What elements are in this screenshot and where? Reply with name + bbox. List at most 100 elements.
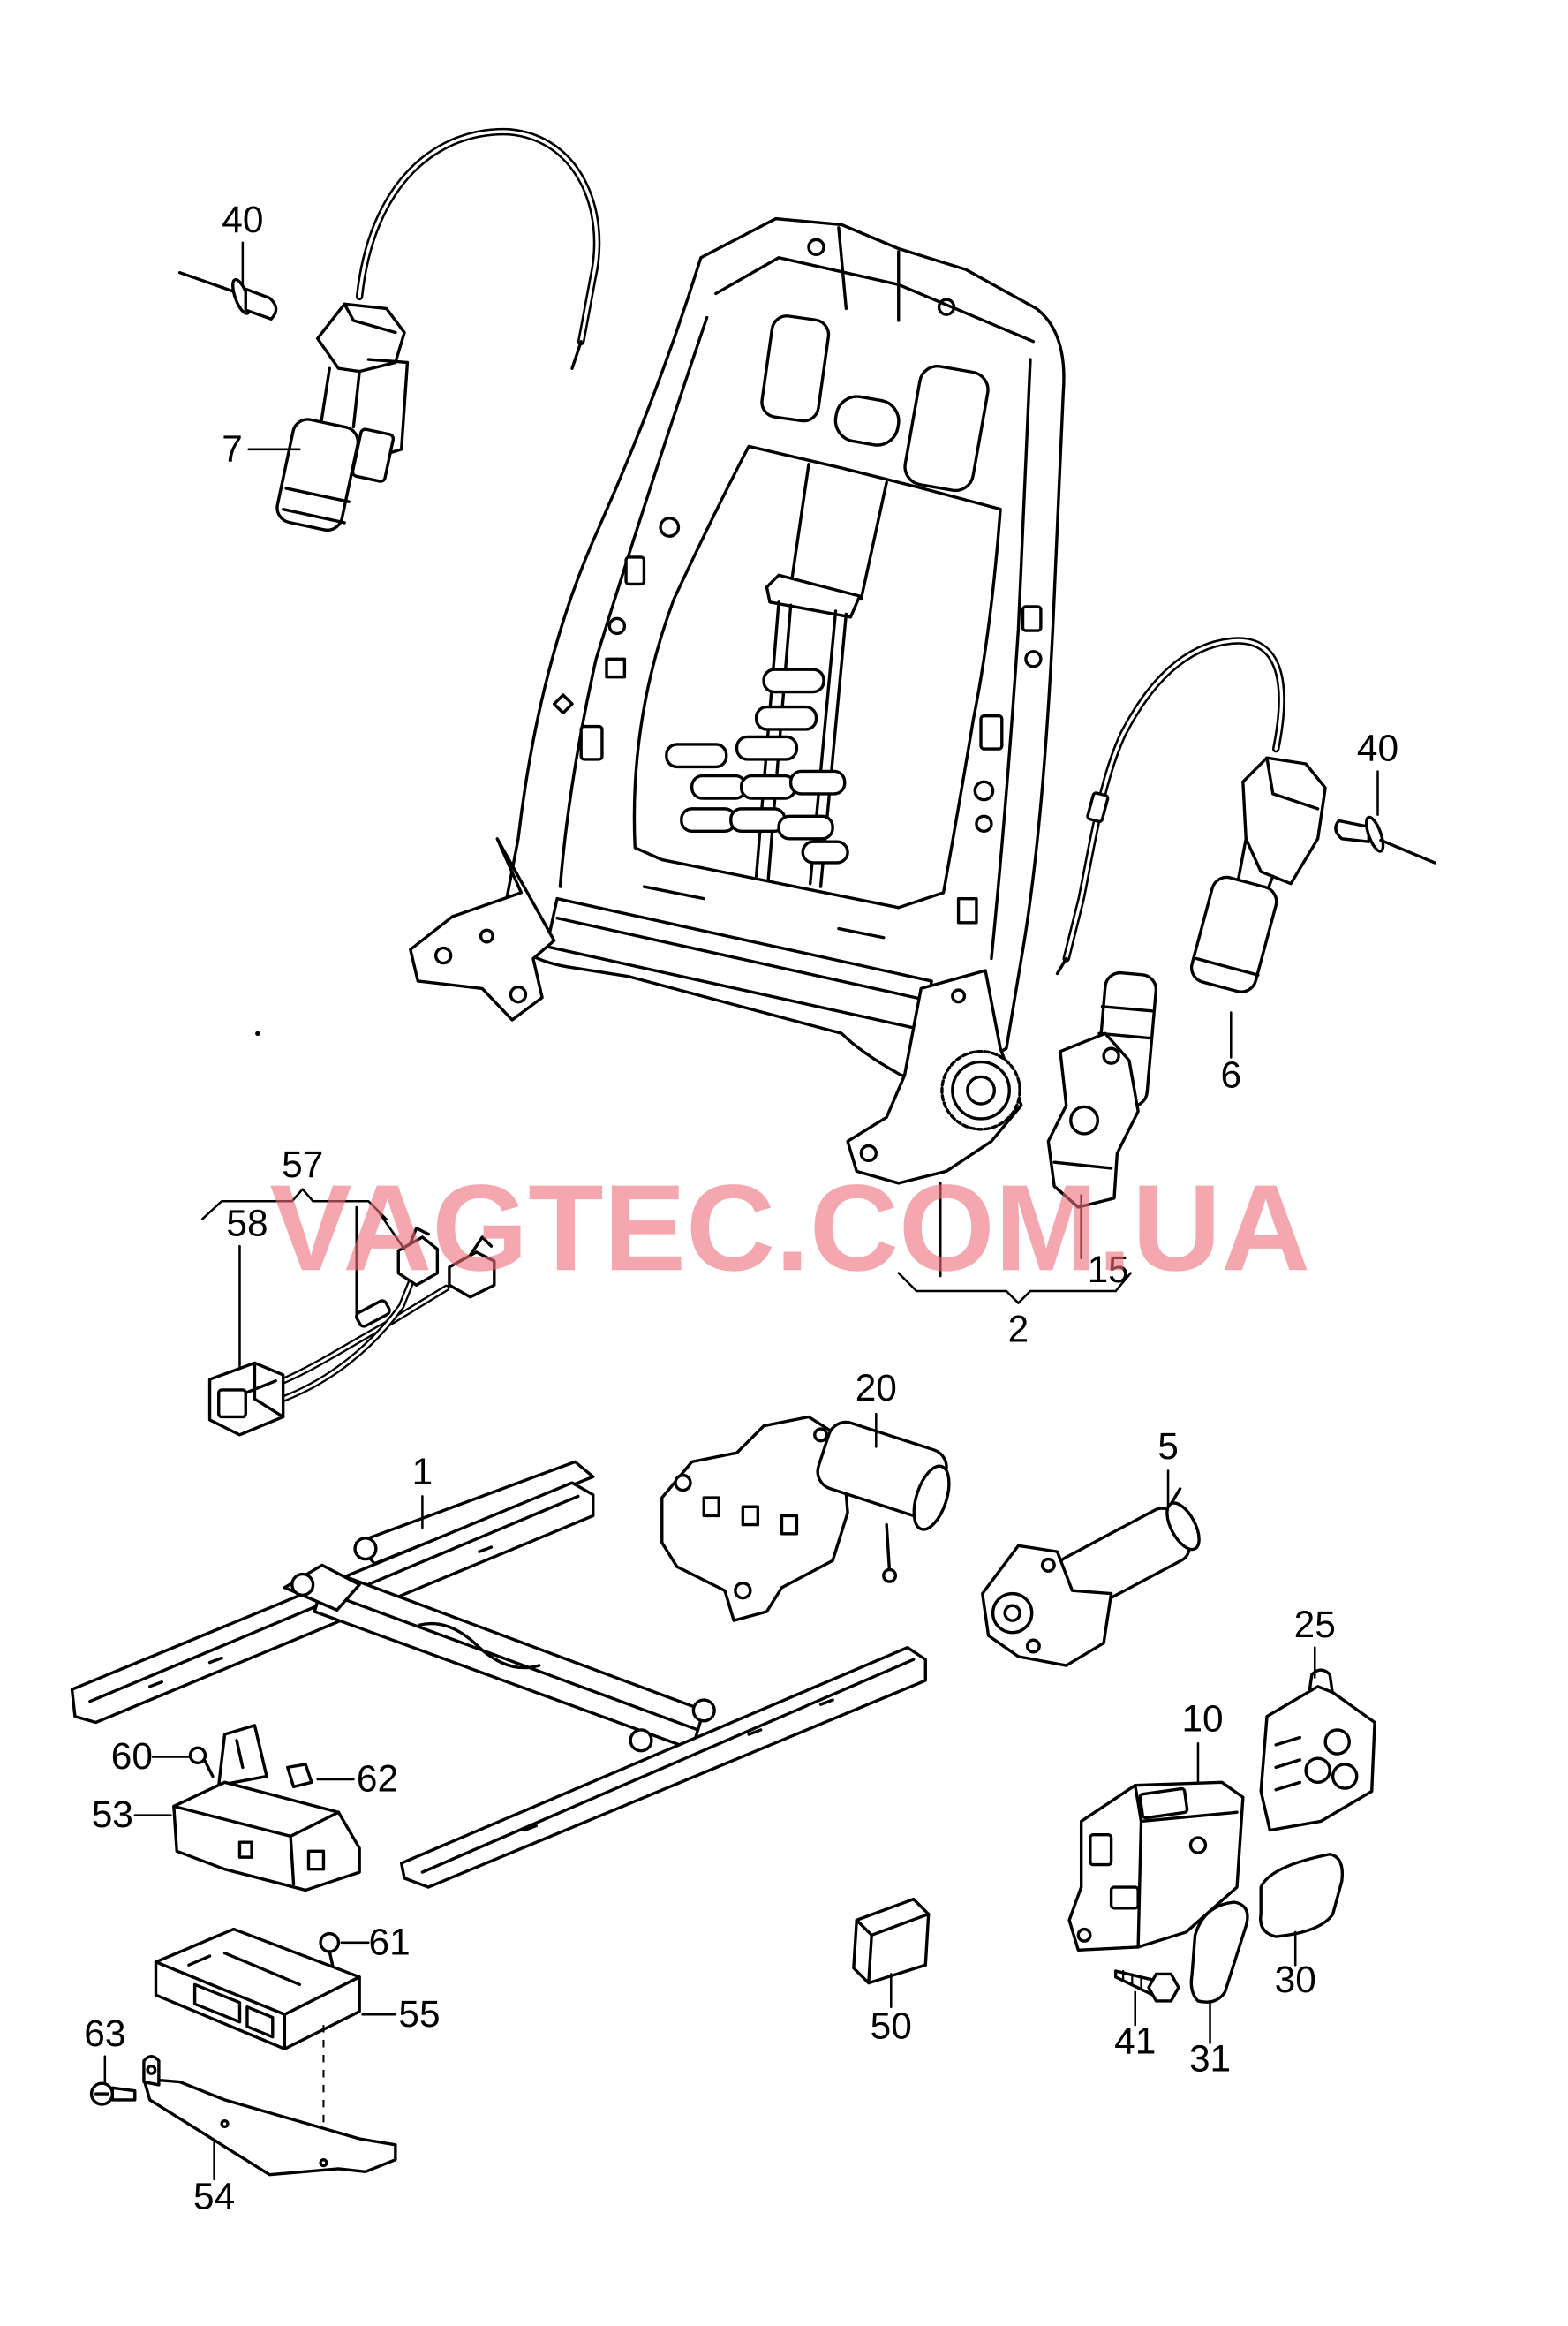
cable-actuator-right xyxy=(1055,637,1327,993)
switch-knob-31 xyxy=(1189,1900,1249,2004)
lumbar-roller xyxy=(788,769,847,796)
frame-window-left xyxy=(760,314,831,423)
screw-shaft xyxy=(110,2086,137,2102)
watermark: VAGTEC.COM.UA xyxy=(269,1159,1310,1296)
bracket-tab xyxy=(142,2055,161,2087)
bracket-hole xyxy=(433,946,453,965)
cross-tube-edge xyxy=(319,1589,700,1732)
wiring-harness xyxy=(207,1227,496,1437)
motor-band xyxy=(1195,956,1260,977)
callout-58: 58 xyxy=(226,1202,268,1243)
actuator-housing xyxy=(315,302,406,374)
lumbar-roller xyxy=(690,774,748,800)
gearbox-shaft xyxy=(1069,1105,1100,1136)
switch-button xyxy=(1304,1756,1331,1785)
frame-clip xyxy=(579,724,604,761)
screw-63 xyxy=(89,2081,137,2106)
tube-highlight xyxy=(555,916,931,1002)
lumbar-roller xyxy=(665,743,728,769)
switch-knob-30 xyxy=(1259,1853,1345,1938)
frame-hole xyxy=(607,616,627,636)
frame-hole xyxy=(659,517,681,538)
switch-hole xyxy=(1188,1836,1208,1854)
bracket-hole xyxy=(509,986,528,1004)
rivet-pin xyxy=(177,270,237,294)
callout-7: 7 xyxy=(222,427,243,469)
callout-30: 30 xyxy=(1275,1959,1316,2000)
actuator-motor xyxy=(1189,875,1278,993)
bracket-hole xyxy=(479,928,494,944)
cover-cap xyxy=(852,1897,931,1985)
harness-plug-a xyxy=(396,1235,440,1287)
plate-hole xyxy=(734,1582,752,1600)
callout-63: 63 xyxy=(84,2013,125,2054)
housing-edge xyxy=(343,302,397,335)
control-unit-body xyxy=(172,1780,361,1892)
callout-54: 54 xyxy=(193,2176,235,2217)
gear-housing-shaft xyxy=(1003,1604,1021,1622)
screw-head xyxy=(188,1746,207,1764)
frame-notch xyxy=(552,693,574,715)
frame-left-side-edge xyxy=(558,315,709,888)
seat-control-module xyxy=(154,1927,361,2050)
cap-edge xyxy=(855,1912,931,1985)
plate-slot xyxy=(780,1514,799,1536)
frame-hole xyxy=(975,814,993,834)
frame-hole xyxy=(973,780,995,802)
module-bracket xyxy=(142,2055,397,2177)
actuator-motor xyxy=(275,418,360,532)
plug-latch xyxy=(409,1227,430,1245)
gearbox-hole xyxy=(1102,1046,1120,1065)
callout-60: 60 xyxy=(111,1735,153,1777)
switch-button xyxy=(1331,1763,1359,1790)
motor-band xyxy=(281,487,351,525)
bracket-hole xyxy=(319,2158,328,2168)
module-connector xyxy=(245,2005,275,2039)
motor-end-cap xyxy=(912,1464,951,1531)
actuator-neck xyxy=(319,366,361,429)
frame-top-segment xyxy=(837,226,901,322)
clip-body xyxy=(286,1763,313,1789)
callout-25: 25 xyxy=(1294,1604,1336,1645)
base-fastener xyxy=(691,1698,716,1723)
switch-edge xyxy=(1134,1784,1239,1949)
lumbar-roller xyxy=(680,807,737,834)
right-rail-channel xyxy=(420,1658,916,1874)
screw-thread xyxy=(1122,1969,1142,1990)
callout-62: 62 xyxy=(357,1758,398,1800)
seat-base-frame xyxy=(70,1460,927,1889)
recliner-hole xyxy=(951,988,967,1004)
frame-clip xyxy=(979,714,1004,751)
frame-left-bracket xyxy=(409,837,556,1022)
control-unit-with-bracket xyxy=(172,1724,361,1892)
switch-tab xyxy=(1089,1832,1113,1867)
frame-top-edge xyxy=(714,256,1036,344)
connector-edge xyxy=(244,1361,285,1419)
lumbar-roller xyxy=(739,774,797,800)
backrest-frame xyxy=(409,216,1066,1185)
cable-actuator-left xyxy=(275,128,601,532)
frame-clip xyxy=(624,555,646,586)
callout-31: 31 xyxy=(1189,2038,1231,2080)
callout-numbers: 40 7 40 6 57 58 15 2 20 5 1 25 10 60 62 … xyxy=(84,199,1398,2217)
lumbar-roller xyxy=(777,814,834,841)
bracket-hole xyxy=(220,2118,230,2129)
screw-61 xyxy=(319,1931,341,1967)
lumbar-switch xyxy=(1259,1668,1376,1832)
lumbar-support xyxy=(665,573,862,888)
frame-clip xyxy=(1021,605,1043,632)
cable-end-rod xyxy=(1055,956,1068,976)
screw-shaft xyxy=(203,1759,215,1778)
harness-wire-core xyxy=(282,1274,415,1401)
right-rail-slot xyxy=(523,1698,834,1832)
rivet-head xyxy=(244,287,278,321)
leader-2 xyxy=(939,1182,1082,1278)
left-rail-slot xyxy=(148,1545,494,1688)
cap-body xyxy=(852,1897,931,1985)
frame-hole xyxy=(1024,650,1043,668)
callout-55: 55 xyxy=(398,1993,440,2035)
lumbar-roller xyxy=(754,705,818,731)
screw-head xyxy=(1147,1972,1180,2003)
control-unit-port xyxy=(237,1840,253,1859)
